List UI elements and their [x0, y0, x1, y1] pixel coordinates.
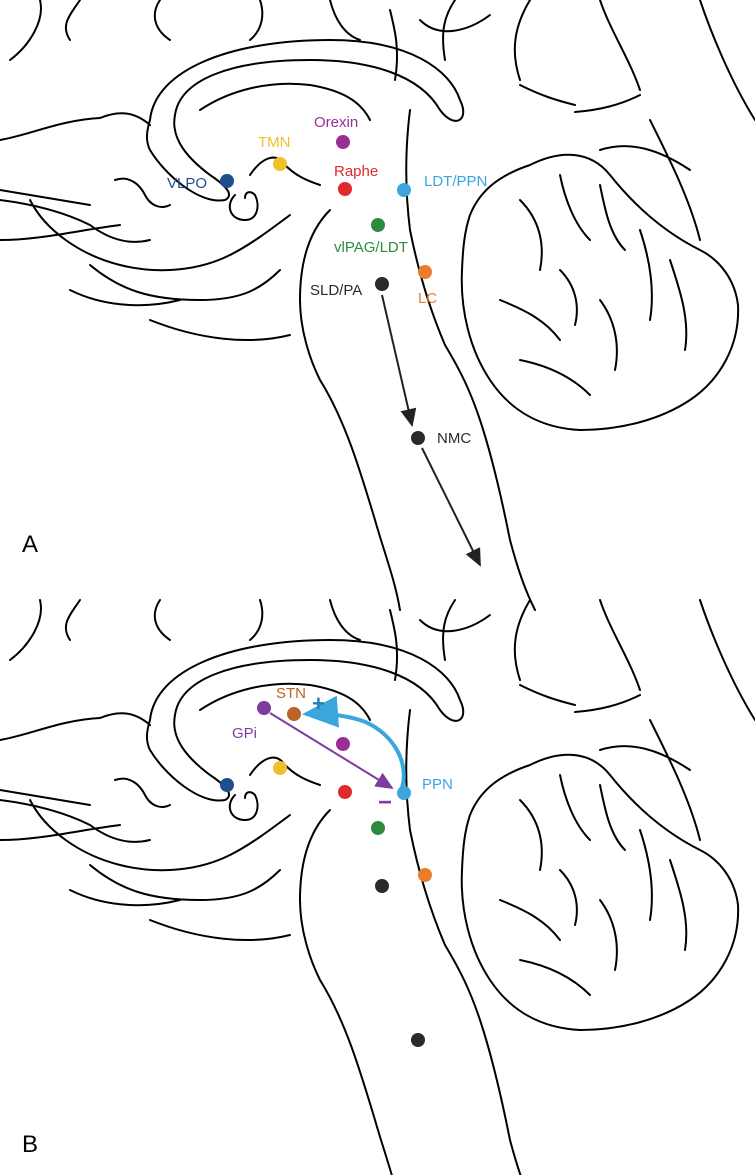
- arrow-gpi-to-ppn: [269, 712, 394, 790]
- gpi-dot: [257, 701, 271, 715]
- nmc-dot-b: [411, 1033, 425, 1047]
- lc-dot: [418, 265, 432, 279]
- stn-dot: [287, 707, 301, 721]
- brain-outline-a: [0, 0, 755, 611]
- ppn-label: PPN: [422, 776, 453, 793]
- tmn-dot: [273, 157, 287, 171]
- vlpo-label: VLPO: [167, 175, 207, 192]
- inhibitory-sign: −: [378, 789, 392, 816]
- tmn-dot-b: [273, 761, 287, 775]
- ldt-ppn-dot: [397, 183, 411, 197]
- nmc-dot: [411, 431, 425, 445]
- vlpag-ldt-dot: [371, 218, 385, 232]
- vlpo-dot: [220, 174, 234, 188]
- lc-label: LC: [418, 290, 437, 307]
- vlpag-ldt-label: vlPAG/LDT: [334, 239, 408, 256]
- panel-b: STN GPi PPN + − B: [0, 599, 755, 1175]
- orexin-dot: [336, 135, 350, 149]
- vlpag-ldt-dot-b: [371, 821, 385, 835]
- raphe-label: Raphe: [334, 163, 378, 180]
- stn-label: STN: [276, 685, 306, 702]
- ldt-ppn-label: LDT/PPN: [424, 173, 487, 190]
- ppn-dot: [397, 786, 411, 800]
- vlpo-dot-b: [220, 778, 234, 792]
- sld-pa-dot-b: [375, 879, 389, 893]
- panel-a: Orexin TMN VLPO Raphe LDT/PPN vlPAG/LDT …: [0, 0, 755, 611]
- panel-label-a: A: [22, 531, 38, 558]
- raphe-dot: [338, 182, 352, 196]
- nmc-label: NMC: [437, 430, 471, 447]
- arrow-nmc-descending: [421, 447, 481, 567]
- panel-label-b: B: [22, 1131, 38, 1158]
- tmn-label: TMN: [258, 134, 291, 151]
- arrow-ppn-to-stn: [302, 695, 406, 789]
- arrow-sld-to-nmc: [381, 294, 417, 427]
- sld-pa-label: SLD/PA: [310, 282, 362, 299]
- sld-pa-dot: [375, 277, 389, 291]
- orexin-label: Orexin: [314, 114, 358, 131]
- gpi-label: GPi: [232, 725, 257, 742]
- excitatory-sign: +: [312, 691, 325, 716]
- raphe-dot-b: [338, 785, 352, 799]
- lc-dot-b: [418, 868, 432, 882]
- orexin-dot-b: [336, 737, 350, 751]
